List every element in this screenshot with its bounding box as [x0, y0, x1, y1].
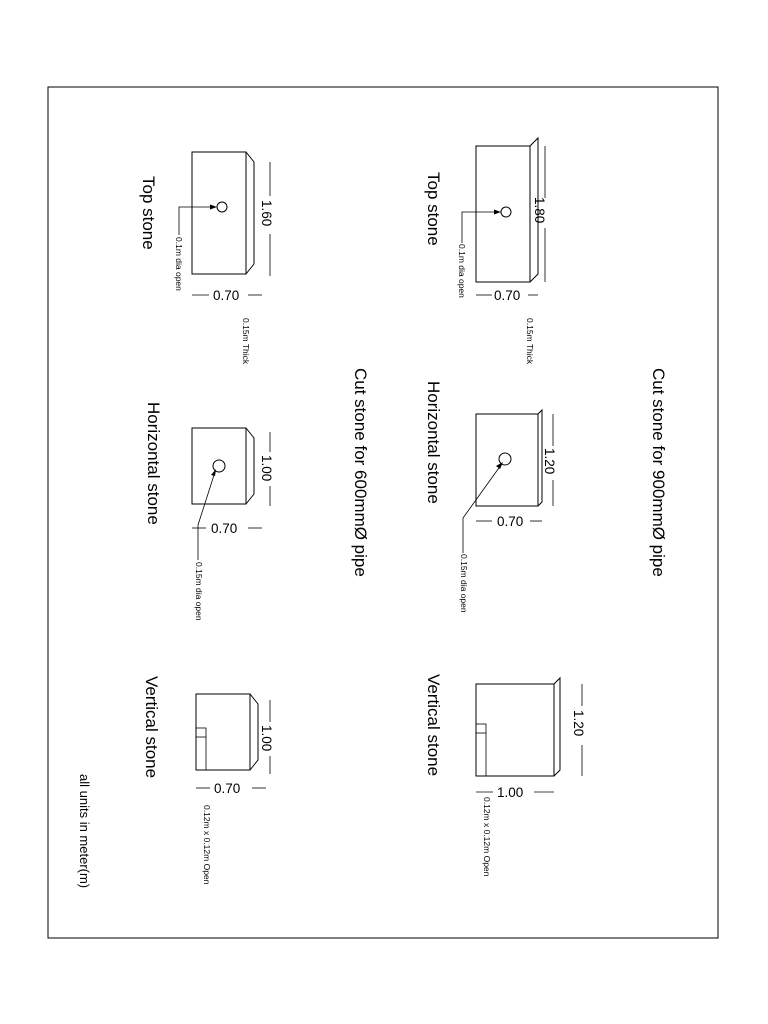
top-stone-900-label: Top stone: [424, 172, 443, 246]
horizontal-stone-900-body: [475, 413, 539, 507]
vertical-stone-600-length: 1.00: [259, 725, 274, 751]
vertical-stone-900-body: [475, 683, 555, 777]
top-stone-900-hole: [500, 206, 512, 218]
top-stone-600-length: 1.60: [259, 200, 274, 226]
top-stone-900-hole-note: 0.1m dia open: [457, 244, 467, 298]
vertical-stone-900-length: 1.20: [571, 710, 586, 736]
top-stone-900-thickness-note: 0.15m Thick: [525, 318, 535, 365]
vertical-stone-900: 0.12m x 0.12m Open 1.20 1.00 Vertical st…: [424, 674, 586, 877]
horizontal-stone-600-hole: [212, 459, 226, 473]
top-stone-900: 0.1m dia open 1.80 0.70 0.15m Thick Top …: [424, 136, 547, 365]
horizontal-stone-600-label: Horizontal stone: [144, 402, 163, 525]
top-stone-900-length: 1.80: [532, 197, 547, 223]
vertical-stone-600-body: [195, 693, 251, 771]
top-stone-600: 0.1m dia open 1.60 0.70 0.15m Thick Top …: [139, 151, 274, 365]
vertical-stone-900-width: 1.00: [497, 785, 523, 800]
vertical-stone-900-hole-note: 0.12m x 0.12m Open: [482, 797, 492, 877]
top-stone-900-body: [475, 145, 531, 283]
vertical-stone-600-label: Vertical stone: [142, 676, 161, 778]
top-stone-900-width: 0.70: [494, 288, 520, 303]
top-stone-600-hole: [216, 201, 228, 213]
sheet-border: [47, 86, 719, 939]
horizontal-stone-600-length: 1.00: [259, 455, 274, 481]
horizontal-stone-600: 0.15m dia open 1.00 0.70 Horizontal ston…: [144, 402, 274, 621]
horizontal-stone-600-hole-note: 0.15m dia open: [194, 562, 204, 621]
top-stone-600-hole-note: 0.1m dia open: [174, 237, 184, 291]
units-note: all units in meter(m): [77, 774, 92, 888]
top-stone-600-body: [191, 151, 247, 275]
vertical-stone-900-opening: [475, 723, 487, 734]
horizontal-stone-900-label: Horizontal stone: [424, 381, 443, 504]
top-stone-600-thickness-note: 0.15m Thick: [241, 318, 251, 365]
horizontal-stone-900-hole: [498, 452, 512, 466]
horizontal-stone-600-width: 0.70: [211, 521, 237, 536]
top-stone-600-label: Top stone: [139, 176, 158, 250]
horizontal-stone-600-body: [191, 427, 247, 505]
horizontal-stone-900-hole-note: 0.15m dia open: [459, 554, 469, 613]
set-900-title: Cut stone for 900mmØ pipe: [649, 368, 668, 577]
horizontal-stone-900: 0.15m dia open 1.20 0.70 Horizontal ston…: [424, 381, 557, 613]
top-stone-600-width: 0.70: [213, 288, 239, 303]
horizontal-stone-900-length: 1.20: [542, 448, 557, 474]
vertical-stone-600-hole-note: 0.12m x 0.12m Open: [202, 805, 212, 885]
vertical-stone-600: 0.12m x 0.12m Open 1.00 0.70 Vertical st…: [142, 676, 274, 885]
horizontal-stone-900-width: 0.70: [497, 514, 523, 529]
set-600-title: Cut stone for 600mmØ pipe: [351, 368, 370, 577]
vertical-stone-600-width: 0.70: [214, 781, 240, 796]
vertical-stone-900-label: Vertical stone: [424, 674, 443, 776]
vertical-stone-600-opening: [195, 727, 207, 738]
